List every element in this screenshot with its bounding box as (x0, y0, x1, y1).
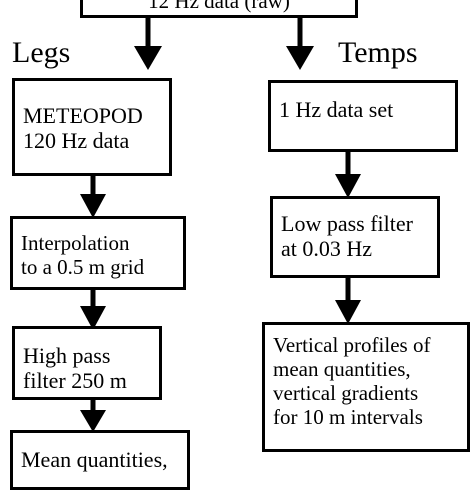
profiles-box-line-2: mean quantities, (273, 357, 411, 382)
meteopod-box: METEOPOD 120 Hz data (12, 78, 172, 176)
profiles-box-line-1: Vertical profiles of (273, 333, 431, 357)
arrow-meteopod-to-interpolation (80, 176, 106, 218)
lowpass-box: Low pass filter at 0.03 Hz (270, 196, 440, 278)
top-data-box-line: 12 Hz data (raw) (148, 0, 290, 13)
interpolation-box: Interpolation to a 0.5 m grid (10, 216, 186, 290)
arrow-lowpass-to-profiles (335, 278, 361, 324)
arrow-top-to-1hz (286, 18, 314, 70)
mean-quantities-box-line-1: Mean quantities, (21, 447, 168, 472)
arrow-highpass-to-mean (80, 400, 106, 432)
interpolation-box-line-1: Interpolation (21, 231, 130, 255)
top-data-box: 12 Hz data (raw) (80, 0, 358, 18)
highpass-box-line-2: filter 250 m (23, 368, 127, 394)
arrow-top-to-meteopod (134, 18, 162, 70)
highpass-box: High pass filter 250 m (12, 326, 162, 400)
meteopod-box-line-1: METEOPOD (23, 103, 143, 128)
arrow-interpolation-to-highpass (80, 290, 106, 330)
lowpass-box-line-2: at 0.03 Hz (281, 236, 373, 262)
temps-heading: Temps (338, 36, 418, 69)
meteopod-box-line-2: 120 Hz data (23, 128, 130, 154)
profiles-box: Vertical profiles of mean quantities, ve… (262, 322, 470, 452)
lowpass-box-line-1: Low pass filter (281, 211, 413, 236)
flow-arrows (80, 18, 361, 432)
highpass-box-line-1: High pass (23, 343, 111, 368)
profiles-box-line-3: vertical gradients (273, 381, 419, 406)
one-hz-box: 1 Hz data set (268, 80, 458, 152)
one-hz-box-line-1: 1 Hz data set (279, 97, 394, 122)
arrow-1hz-to-lowpass (335, 152, 361, 198)
interpolation-box-line-2: to a 0.5 m grid (21, 255, 145, 280)
mean-quantities-box: Mean quantities, (10, 430, 190, 490)
profiles-box-line-4: for 10 m intervals (273, 405, 423, 430)
legs-heading: Legs (12, 36, 71, 69)
